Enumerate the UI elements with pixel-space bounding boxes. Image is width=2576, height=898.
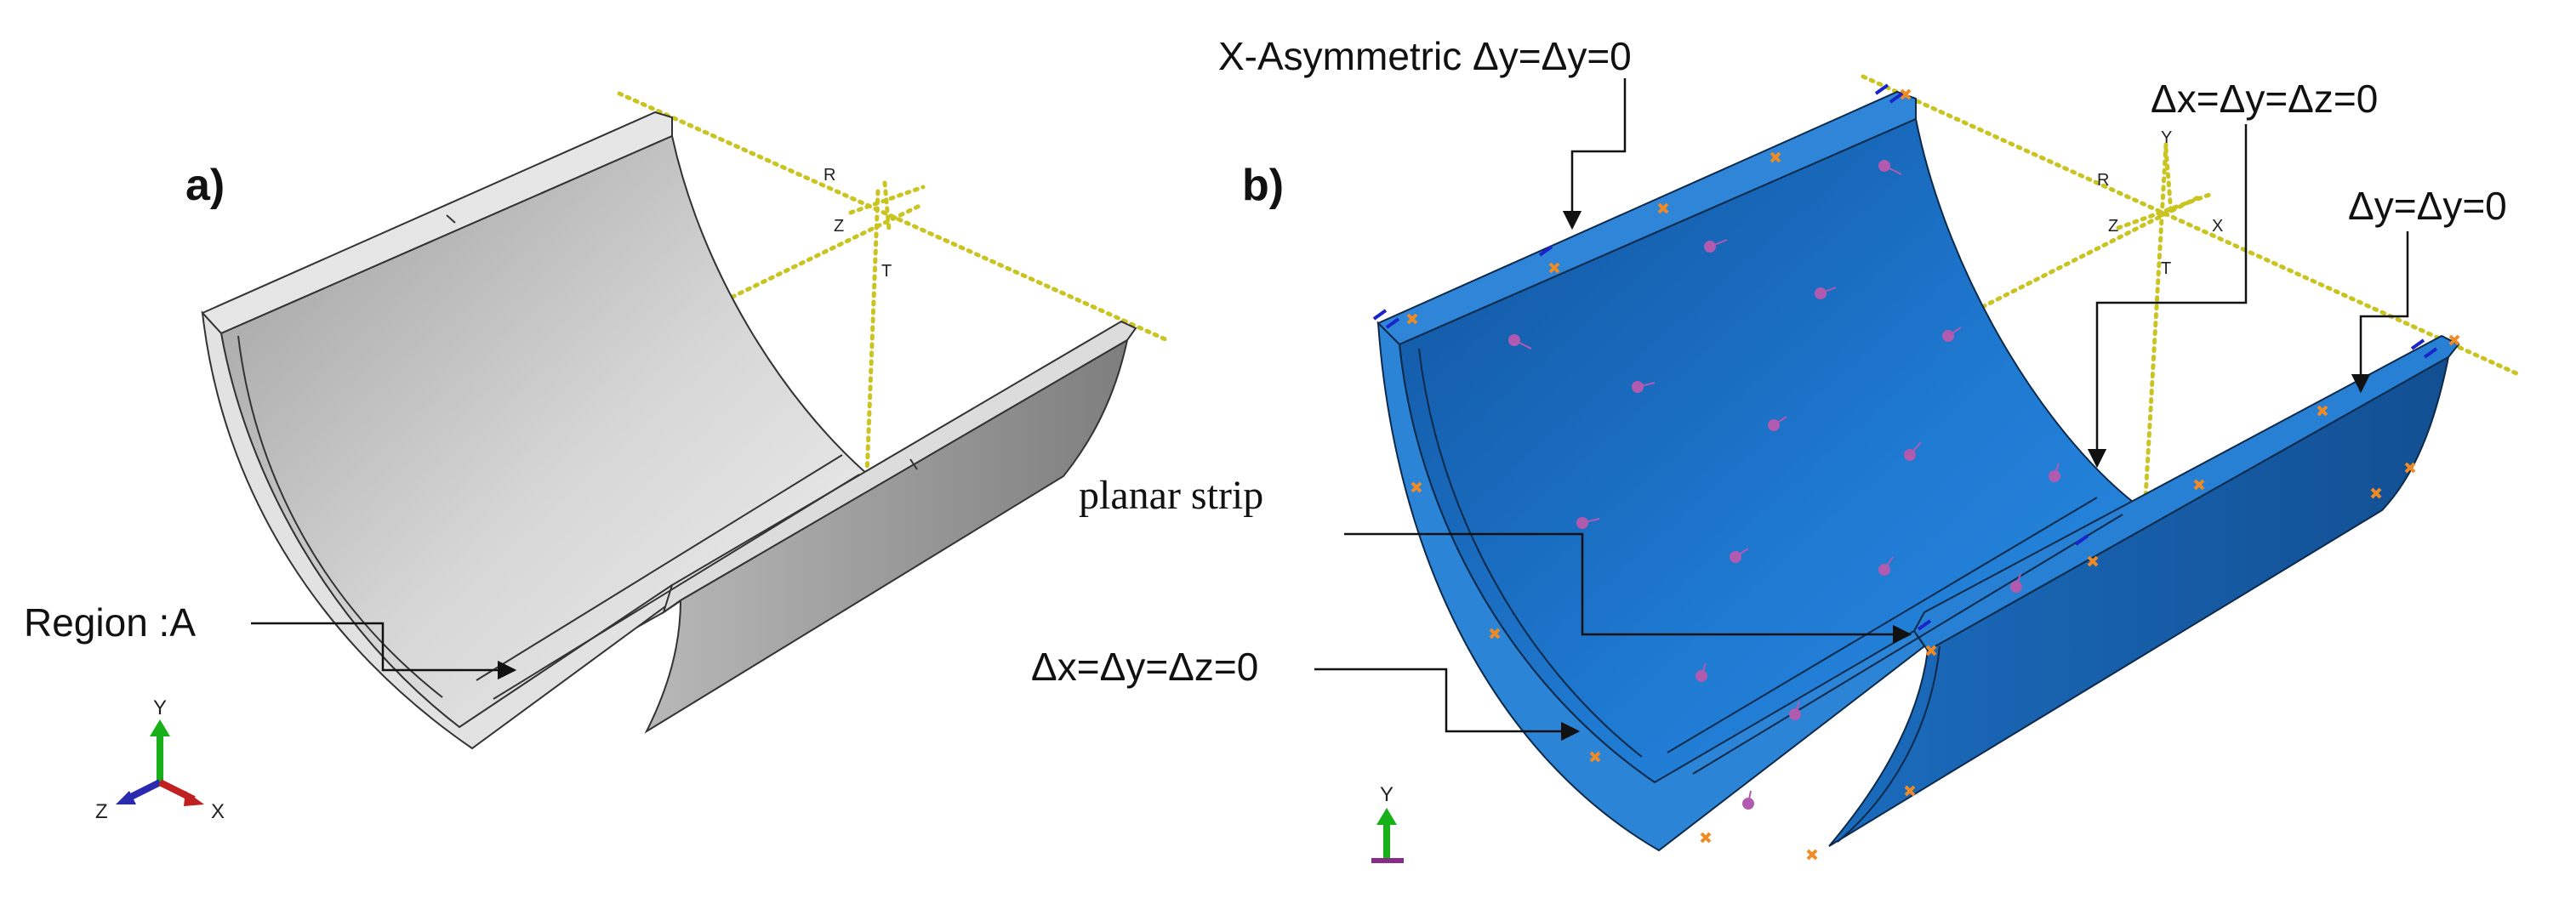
csys-a-r-label: R: [824, 166, 835, 185]
leader-fixed-top: [2087, 124, 2248, 469]
triad-a-x-label: X: [211, 800, 225, 823]
panel-a-outer-face: [644, 338, 1129, 734]
leader-planar-strip: [1344, 532, 1912, 645]
csys-b-r-label: R: [2097, 171, 2109, 190]
panel-a-tag: a): [185, 161, 225, 210]
csys-a-z-label: Z: [834, 217, 844, 236]
leader-right: [2351, 231, 2409, 394]
label-fixed-top: Δx=Δy=Δz=0: [2151, 77, 2378, 121]
panel-a: a) R Z T Region :A: [24, 91, 1170, 823]
region-a-label: Region :A: [24, 600, 196, 645]
panel-a-partitions: [237, 214, 918, 700]
label-planar-strip: planar strip: [1079, 473, 1263, 518]
label-fixed-bottom: Δx=Δy=Δz=0: [1031, 645, 1258, 689]
triad-a-z-label: Z: [95, 800, 108, 823]
csys-a-t-label: T: [881, 262, 892, 281]
csys-b-x-label: X: [2212, 217, 2223, 236]
panel-a-triad: Y Z X: [95, 696, 225, 823]
csys-b-y-label: Y: [2161, 128, 2172, 147]
region-a-leader: [251, 622, 517, 680]
panel-b: b) Y R Z X T: [1031, 34, 2521, 863]
leader-x-asymmetric: [1562, 78, 1627, 230]
leader-fixed-bottom: [1314, 668, 1581, 742]
label-x-asymmetric: X-Asymmetric Δy=Δy=0: [1218, 34, 1632, 78]
panel-b-tag: b): [1242, 161, 1284, 210]
triad-b-y-label: Y: [1380, 783, 1393, 806]
panel-b-load-markers: [1508, 160, 2060, 810]
panel-b-partitions: [1418, 348, 2123, 843]
csys-b-z-label: Z: [2108, 217, 2118, 236]
panel-b-outer-face: [1828, 355, 2450, 847]
csys-b-t-label: T: [2161, 259, 2171, 278]
panel-b-bc-markers: [1372, 83, 2460, 861]
label-right: Δy=Δy=0: [2348, 184, 2507, 228]
triad-a-y-label: Y: [153, 696, 167, 719]
panel-b-triad: Y: [1371, 783, 1404, 863]
